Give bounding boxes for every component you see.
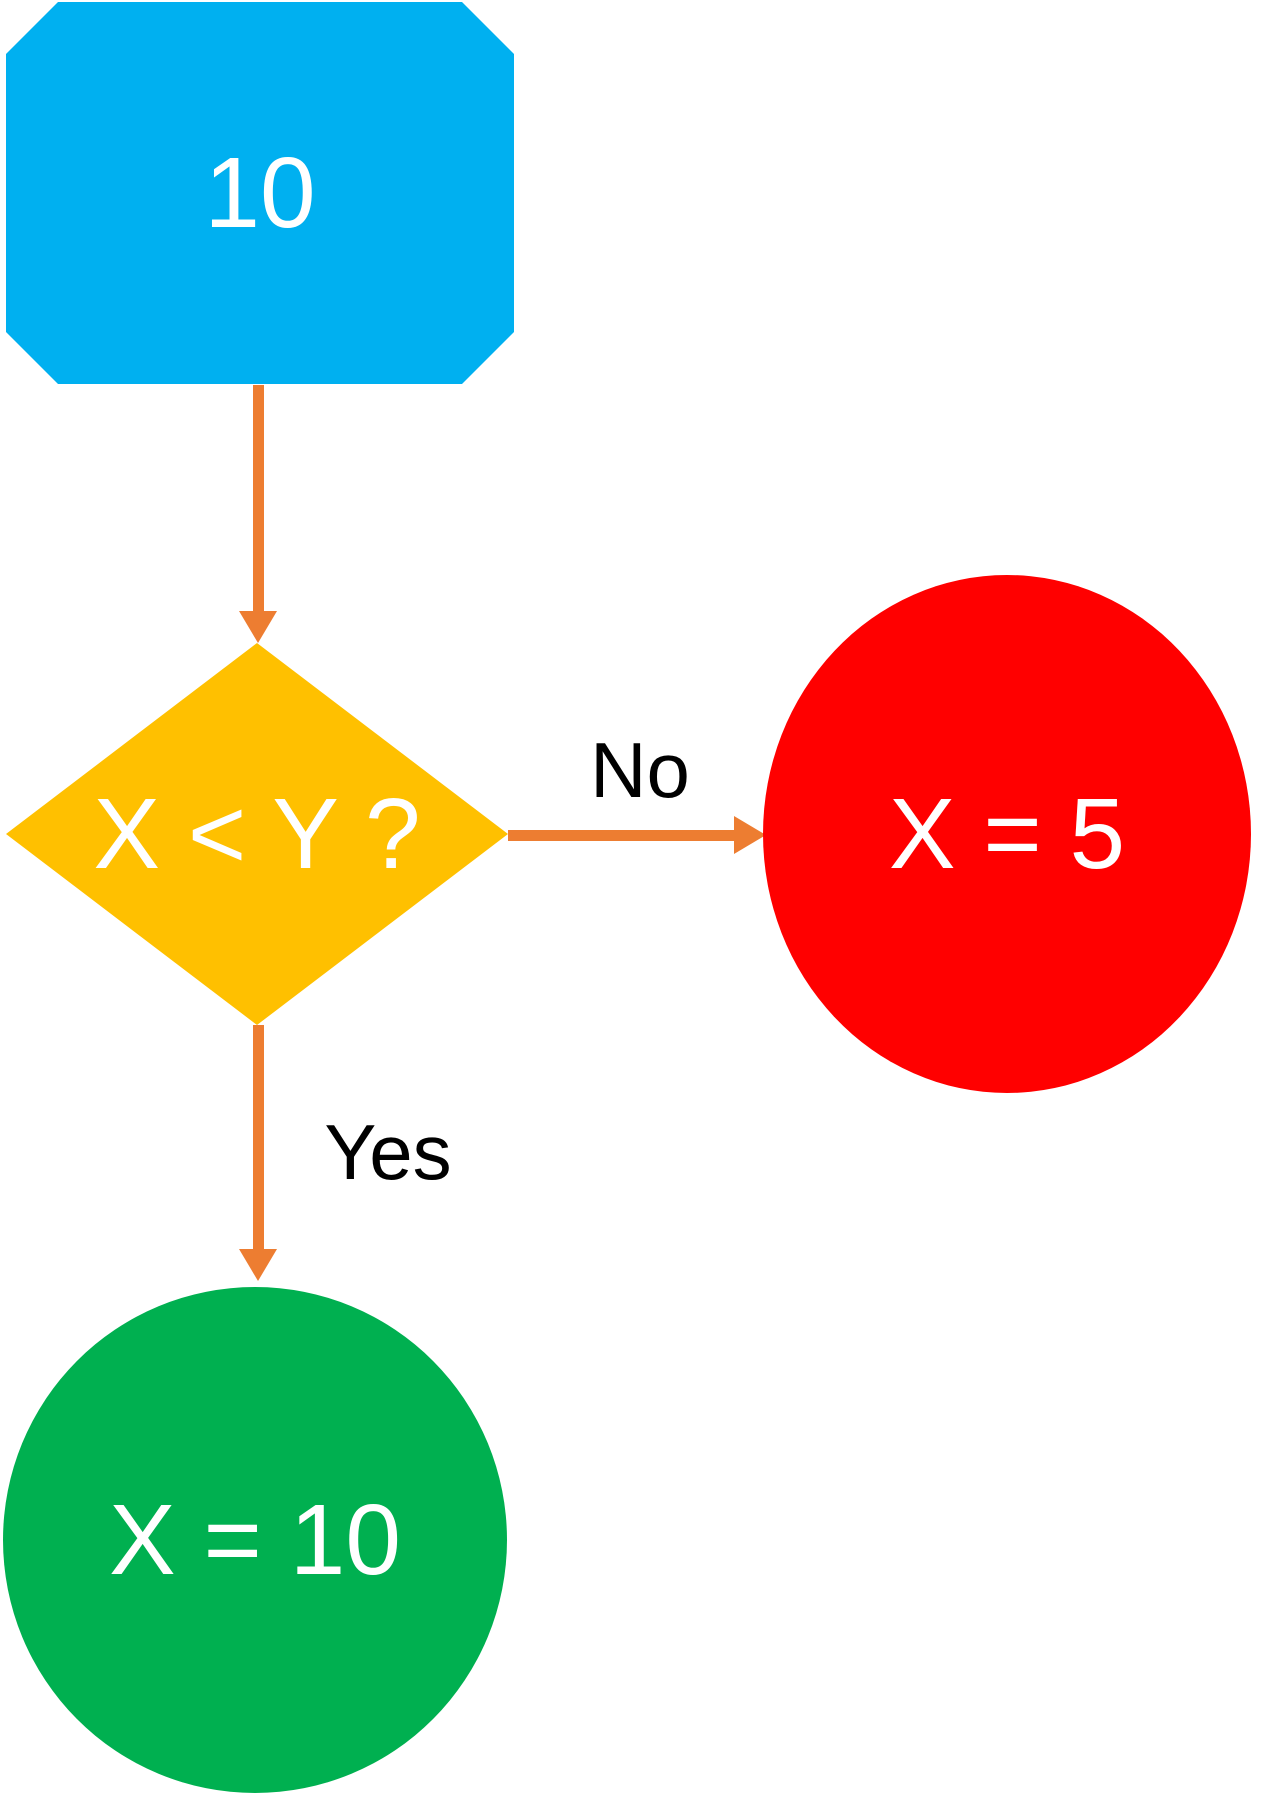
node-start: 10 <box>6 2 514 384</box>
edge-decision-no-line <box>508 830 738 841</box>
edge-start-decision-line <box>253 385 264 613</box>
node-result-yes: X = 10 <box>3 1287 507 1793</box>
node-result-no: X = 5 <box>763 575 1251 1093</box>
node-decision: X < Y ? <box>6 643 508 1025</box>
right-arrowhead-icon <box>734 816 766 854</box>
node-result-yes-label: X = 10 <box>109 1484 401 1596</box>
node-result-no-label: X = 5 <box>888 778 1126 890</box>
node-decision-label: X < Y ? <box>93 778 421 890</box>
edge-label-yes: Yes <box>324 1108 452 1196</box>
down-arrowhead-icon <box>239 1249 277 1281</box>
edge-decision-yes-line <box>253 1025 264 1250</box>
down-arrowhead-icon <box>239 611 277 643</box>
node-start-label: 10 <box>204 137 316 249</box>
edge-label-no: No <box>590 726 690 814</box>
